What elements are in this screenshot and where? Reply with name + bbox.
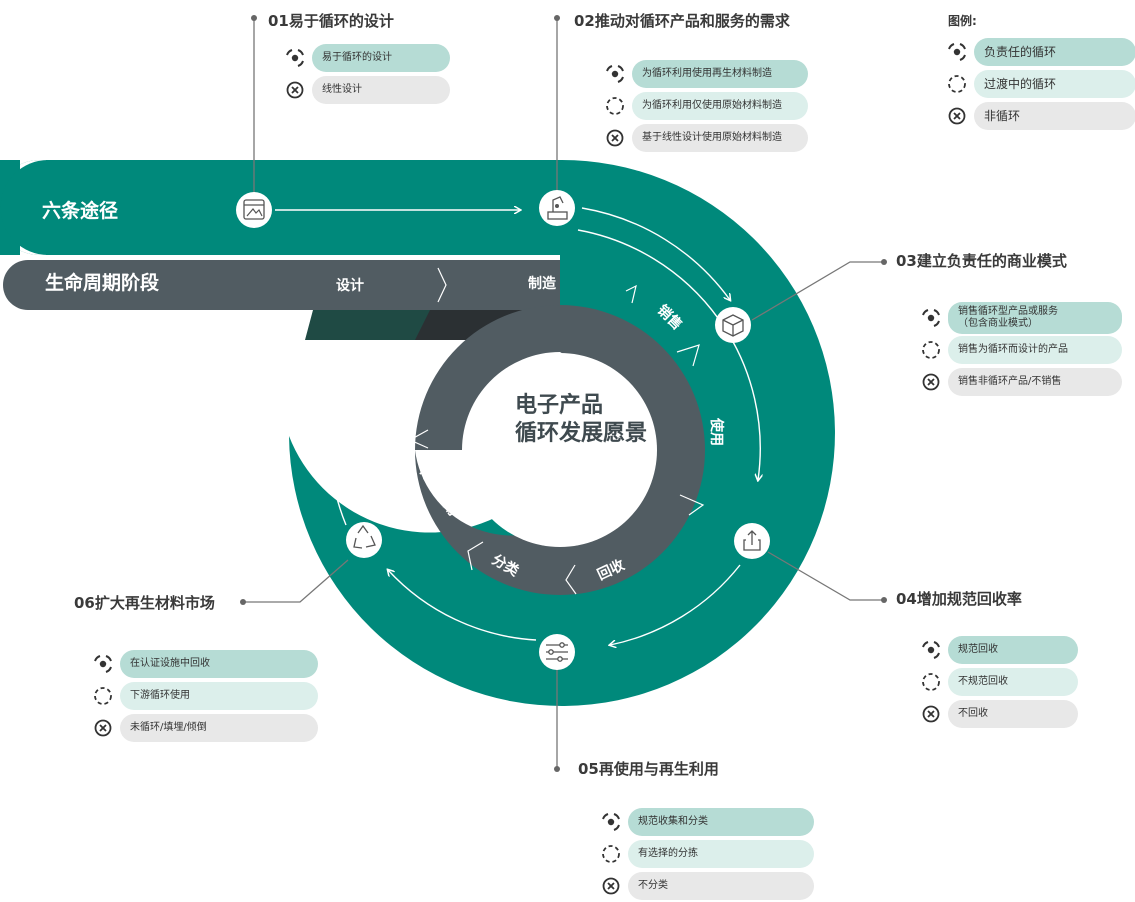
option-item: 下游循环使用: [92, 680, 318, 712]
legend-label: 非循环: [974, 102, 1135, 130]
lifecycle-label: 生命周期阶段: [45, 271, 160, 294]
node-01-options: 易于循环的设计 线性设计: [284, 42, 450, 106]
option-label: 易于循环的设计: [312, 44, 450, 72]
legend-item: 过渡中的循环: [946, 68, 1135, 100]
option-label: 下游循环使用: [120, 682, 318, 710]
option-label: 线性设计: [312, 76, 450, 104]
option-label: 销售非循环产品/不销售: [948, 368, 1122, 396]
option-item: 不分类: [600, 870, 814, 902]
node-03-options: 销售循环型产品或服务 （包含商业模式） 销售为循环而设计的产品 销售非循环产品/…: [920, 302, 1122, 398]
option-item: 为循环利用使用再生材料制造: [604, 58, 808, 90]
legend-item: 非循环: [946, 100, 1135, 132]
noncircular-icon: [600, 875, 622, 897]
option-item: 未循环/填埋/倾倒: [92, 712, 318, 744]
lifecycle-ring: [415, 305, 705, 595]
transitional-icon: [946, 73, 968, 95]
noncircular-icon: [920, 371, 942, 393]
recycle-icon[interactable]: [346, 522, 382, 558]
transitional-icon: [920, 339, 942, 361]
option-item: 为循环利用仅使用原始材料制造: [604, 90, 808, 122]
node-02-title: 02推动对循环产品和服务的需求: [574, 12, 790, 30]
stage-use: 使用: [708, 417, 725, 446]
node-04-title: 04增加规范回收率: [896, 590, 1022, 608]
option-label: 不规范回收: [948, 668, 1078, 696]
option-item: 销售为循环而设计的产品: [920, 334, 1122, 366]
option-item: 基于线性设计使用原始材料制造: [604, 122, 808, 154]
noncircular-icon: [604, 127, 626, 149]
option-item: 销售循环型产品或服务 （包含商业模式）: [920, 302, 1122, 334]
return-icon[interactable]: [734, 523, 770, 559]
option-label: 为循环利用使用再生材料制造: [632, 60, 808, 88]
option-label: 为循环利用仅使用原始材料制造: [632, 92, 808, 120]
option-label: 规范收集和分类: [628, 808, 814, 836]
option-item: 在认证设施中回收: [92, 648, 318, 680]
node-05-options: 规范收集和分类 有选择的分拣 不分类: [600, 806, 814, 902]
legend-label: 负责任的循环: [974, 38, 1135, 66]
node-05-title: 05再使用与再生利用: [578, 760, 719, 778]
legend: 负责任的循环 过渡中的循环 非循环: [946, 36, 1135, 132]
transitional-icon: [604, 95, 626, 117]
option-label: 不分类: [628, 872, 814, 900]
package-icon[interactable]: [715, 307, 751, 343]
pathway-band: [0, 160, 561, 255]
center-title-line2: 循环发展愿景: [515, 420, 647, 446]
pathways-label: 六条途径: [42, 199, 118, 222]
option-label: 销售为循环而设计的产品: [948, 336, 1122, 364]
responsible-icon: [920, 639, 942, 661]
design-icon[interactable]: [236, 192, 272, 228]
transitional-icon: [920, 671, 942, 693]
connectors: [243, 18, 884, 768]
option-item: 规范回收: [920, 634, 1078, 666]
responsible-icon: [600, 811, 622, 833]
responsible-icon: [946, 41, 968, 63]
option-label: 规范回收: [948, 636, 1078, 664]
option-label: 在认证设施中回收: [120, 650, 318, 678]
responsible-icon: [604, 63, 626, 85]
legend-title: 图例:: [948, 14, 977, 28]
transitional-icon: [92, 685, 114, 707]
center-title-line1: 电子产品: [515, 393, 603, 418]
center-disc: [463, 353, 657, 547]
stage-processing: 加工: [402, 362, 427, 395]
stage-manufacturing: 制造: [528, 275, 556, 292]
noncircular-icon: [946, 105, 968, 127]
option-item: 线性设计: [284, 74, 450, 106]
option-item: 不回收: [920, 698, 1078, 730]
option-label: 基于线性设计使用原始材料制造: [632, 124, 808, 152]
responsible-icon: [284, 47, 306, 69]
legend-item: 负责任的循环: [946, 36, 1135, 68]
option-item: 有选择的分拣: [600, 838, 814, 870]
responsible-icon: [920, 307, 942, 329]
option-item: 销售非循环产品/不销售: [920, 366, 1122, 398]
responsible-icon: [92, 653, 114, 675]
node-01-title: 01易于循环的设计: [268, 12, 394, 30]
lifecycle-band: [3, 260, 560, 310]
noncircular-icon: [920, 703, 942, 725]
node-06-title: 06扩大再生材料市场: [74, 594, 215, 612]
node-03-title: 03建立负责任的商业模式: [896, 252, 1067, 270]
option-label: 未循环/填埋/倾倒: [120, 714, 318, 742]
noncircular-icon: [92, 717, 114, 739]
node-02-options: 为循环利用使用再生材料制造 为循环利用仅使用原始材料制造 基于线性设计使用原始材…: [604, 58, 808, 154]
option-label: 有选择的分拣: [628, 840, 814, 868]
stage-design: 设计: [336, 277, 364, 294]
node-06-options: 在认证设施中回收 下游循环使用 未循环/填埋/倾倒: [92, 648, 318, 744]
connector-dots: [240, 15, 887, 772]
option-label: 销售循环型产品或服务 （包含商业模式）: [948, 302, 1122, 334]
noncircular-icon: [284, 79, 306, 101]
legend-label: 过渡中的循环: [974, 70, 1135, 98]
option-item: 易于循环的设计: [284, 42, 450, 74]
option-label: 不回收: [948, 700, 1078, 728]
option-item: 不规范回收: [920, 666, 1078, 698]
option-item: 规范收集和分类: [600, 806, 814, 838]
node-04-options: 规范回收 不规范回收 不回收: [920, 634, 1078, 730]
sort-icon[interactable]: [539, 634, 575, 670]
manufacturing-icon[interactable]: [539, 190, 575, 226]
transitional-icon: [600, 843, 622, 865]
stage-separators: [408, 267, 705, 595]
